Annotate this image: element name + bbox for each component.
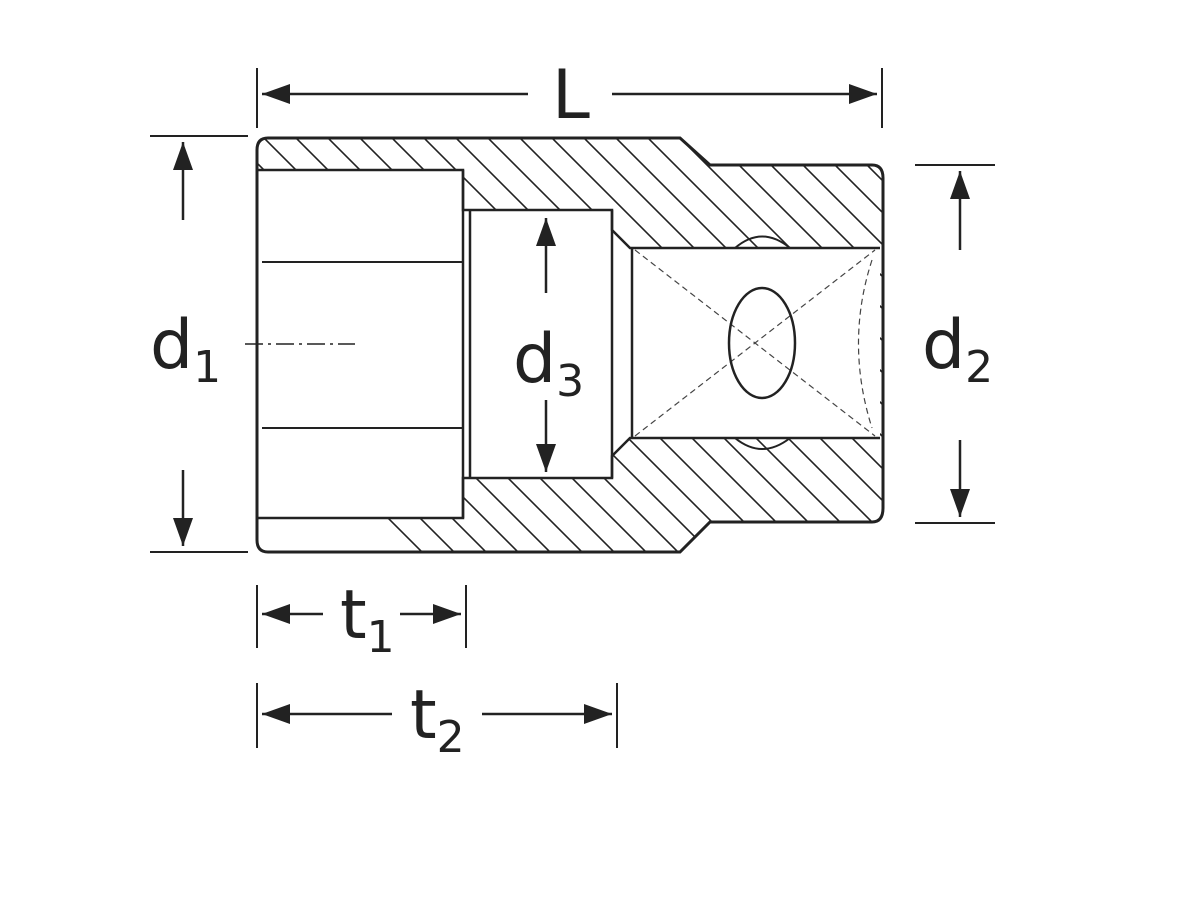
dimension-d1: d1 bbox=[150, 135, 248, 553]
hatch-line bbox=[383, 138, 815, 552]
hatch-line bbox=[960, 130, 1200, 560]
detent-arc-bottom bbox=[734, 437, 791, 450]
hex-flats bbox=[262, 261, 463, 429]
hatch-line bbox=[735, 138, 883, 552]
arrowhead-d3-top bbox=[536, 218, 556, 246]
label-d2: d2 bbox=[922, 306, 993, 393]
label-t2: t2 bbox=[410, 676, 465, 763]
square-drive-lines bbox=[634, 249, 876, 437]
dimension-t1: t1 bbox=[256, 576, 467, 663]
label-d3: d3 bbox=[513, 320, 584, 407]
hatch-line bbox=[799, 138, 883, 552]
hatch-line bbox=[287, 138, 719, 552]
detent-arc-top bbox=[734, 235, 791, 249]
hatch-line bbox=[863, 138, 883, 552]
hatch-line bbox=[511, 138, 883, 552]
hatch-line bbox=[543, 138, 883, 552]
hatch-line bbox=[1152, 130, 1200, 560]
hatch-line bbox=[671, 138, 883, 552]
arrowhead-d1-bottom bbox=[173, 518, 193, 546]
hatch-line bbox=[351, 138, 783, 552]
hatch-line bbox=[703, 138, 883, 552]
hatch-line bbox=[257, 138, 463, 552]
drive-bore bbox=[257, 168, 880, 520]
dimension-t2: t2 bbox=[256, 676, 618, 763]
arrowhead-d2-top bbox=[950, 171, 970, 199]
label-L: L bbox=[552, 56, 590, 135]
dimension-L: L bbox=[256, 56, 883, 135]
label-t1: t1 bbox=[340, 576, 395, 663]
arrowhead-t2-right bbox=[584, 704, 612, 724]
hatch-line bbox=[639, 138, 883, 552]
hatch-line bbox=[1184, 130, 1200, 560]
dimension-d3: d3 bbox=[513, 218, 584, 472]
socket-outline bbox=[255, 136, 885, 554]
hatch-line bbox=[1024, 130, 1200, 560]
arrowhead-t1-right bbox=[433, 604, 461, 624]
hatch-line bbox=[992, 130, 1200, 560]
arrowhead-L-left bbox=[262, 84, 290, 104]
arrowhead-t2-left bbox=[262, 704, 290, 724]
hatch-line bbox=[257, 138, 655, 552]
hatch-line bbox=[1056, 130, 1200, 560]
arrowhead-L-right bbox=[849, 84, 877, 104]
hatch-line bbox=[1120, 130, 1200, 560]
arrowhead-d3-bottom bbox=[536, 444, 556, 472]
arrowhead-t1-left bbox=[262, 604, 290, 624]
detent-hole bbox=[727, 286, 797, 400]
dimension-d2: d2 bbox=[915, 164, 995, 524]
label-d1: d1 bbox=[150, 306, 221, 393]
hatch-line bbox=[1088, 130, 1200, 560]
hatch-line bbox=[257, 138, 495, 552]
hatch-line bbox=[767, 138, 883, 552]
hatch-line bbox=[831, 138, 883, 552]
arrowhead-d1-top bbox=[173, 142, 193, 170]
arrowhead-d2-bottom bbox=[950, 489, 970, 517]
